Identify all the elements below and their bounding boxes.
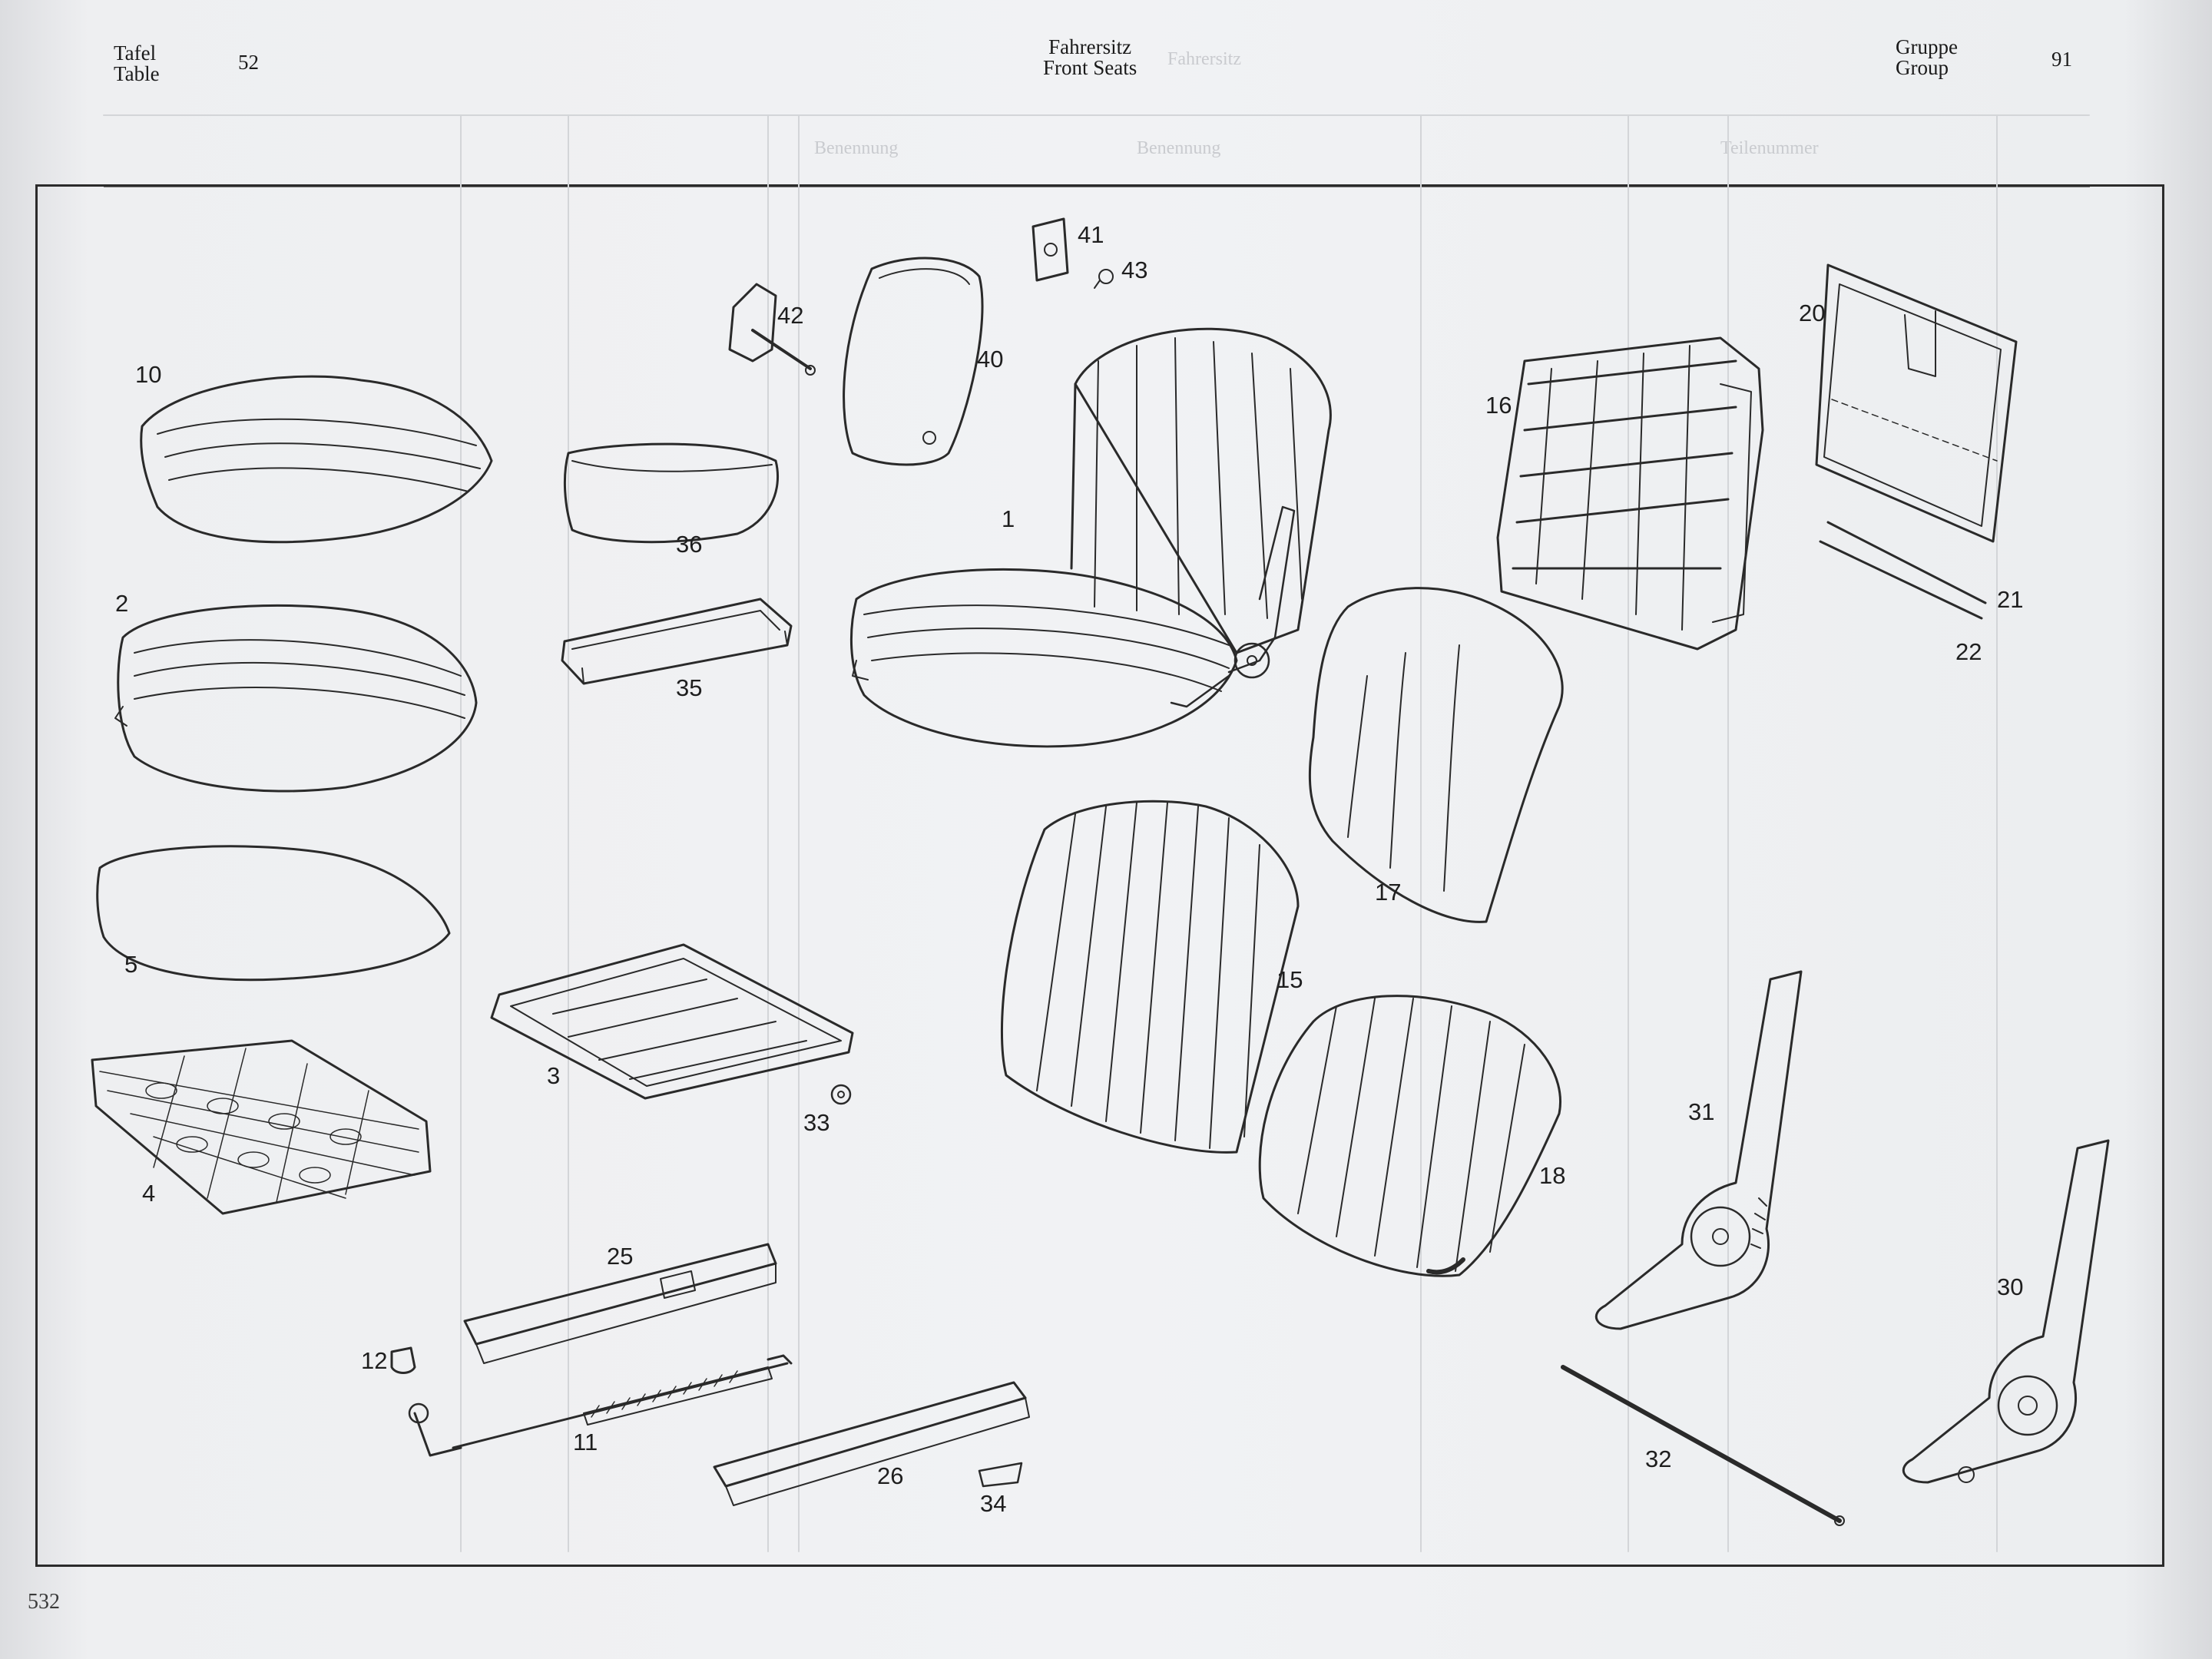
part-3-seat-pan (490, 943, 854, 1100)
callout-22: 22 (1955, 638, 1982, 665)
part-20-backboard (1815, 263, 2018, 543)
title-en: Front Seats (1043, 56, 1137, 79)
callout-10: 10 (135, 361, 162, 388)
part-42-bracket (728, 283, 816, 376)
part-10-seat-cushion (140, 375, 493, 544)
part-40-headrest (843, 257, 984, 466)
part-43-screw (1094, 269, 1114, 289)
callout-3: 3 (547, 1062, 561, 1089)
part-2-seat-cushion (114, 604, 478, 793)
callout-26: 26 (877, 1462, 904, 1489)
callout-41: 41 (1078, 221, 1104, 248)
part-34-clip (978, 1462, 1023, 1488)
group-number: 91 (2051, 48, 2072, 71)
table-label-de: Tafel (114, 41, 157, 65)
callout-1: 1 (1002, 505, 1015, 532)
callout-42: 42 (777, 302, 804, 329)
part-32-rod (1561, 1365, 1845, 1526)
callout-5: 5 (124, 951, 138, 978)
callout-16: 16 (1485, 392, 1512, 419)
part-30-recliner (1902, 1139, 2110, 1484)
page-number: 532 (28, 1590, 60, 1614)
callout-18: 18 (1539, 1162, 1566, 1189)
callout-31: 31 (1688, 1098, 1715, 1125)
bleed-through-lines (103, 114, 2090, 1552)
callout-4: 4 (142, 1180, 156, 1207)
diagram-frame (35, 184, 2164, 1567)
callout-36: 36 (676, 531, 703, 558)
part-4-spring-mat (91, 1039, 432, 1215)
part-18-backrest-cover (1258, 995, 1561, 1277)
part-22-strip (1819, 540, 1983, 620)
callout-30: 30 (1997, 1273, 2024, 1300)
callout-43: 43 (1121, 257, 1148, 283)
callout-32: 32 (1645, 1445, 1672, 1472)
callout-25: 25 (607, 1243, 634, 1270)
group-label: Gruppe Group (1896, 37, 1958, 78)
callout-20: 20 (1799, 300, 1826, 326)
callout-33: 33 (803, 1109, 830, 1136)
part-26-slide-rail (713, 1381, 1030, 1506)
part-41-plate (1031, 217, 1069, 282)
table-label-en: Table (114, 62, 160, 85)
part-31-recliner (1595, 970, 1803, 1330)
part-21-strip (1826, 521, 1987, 604)
group-label-en: Group (1896, 56, 1949, 79)
part-5-foam-pad (96, 845, 451, 982)
callout-15: 15 (1277, 966, 1303, 993)
part-17-backrest (1308, 587, 1564, 923)
table-label: Tafel Table (114, 43, 160, 84)
page-title: Fahrersitz Front Seats (1043, 37, 1137, 78)
callout-34: 34 (980, 1490, 1007, 1517)
callout-21: 21 (1997, 586, 2024, 613)
callout-35: 35 (676, 674, 703, 701)
callout-40: 40 (977, 346, 1004, 373)
part-11-adjuster (408, 1354, 793, 1457)
part-16-backrest-frame (1496, 336, 1764, 651)
part-36-pad (563, 442, 780, 544)
callout-12: 12 (361, 1347, 388, 1374)
group-label-de: Gruppe (1896, 35, 1958, 58)
part-12-knob (390, 1346, 416, 1374)
part-1-complete-seat (849, 327, 1332, 748)
callout-17: 17 (1375, 879, 1402, 906)
part-25-slide-rail (463, 1243, 777, 1364)
part-33-nut (830, 1084, 852, 1105)
part-35-tray (561, 598, 793, 685)
part-15-backrest-cushion (1000, 800, 1300, 1154)
title-de: Fahrersitz (1048, 35, 1132, 58)
callout-11: 11 (573, 1429, 598, 1455)
callout-2: 2 (115, 590, 129, 617)
table-number: 52 (238, 51, 259, 74)
